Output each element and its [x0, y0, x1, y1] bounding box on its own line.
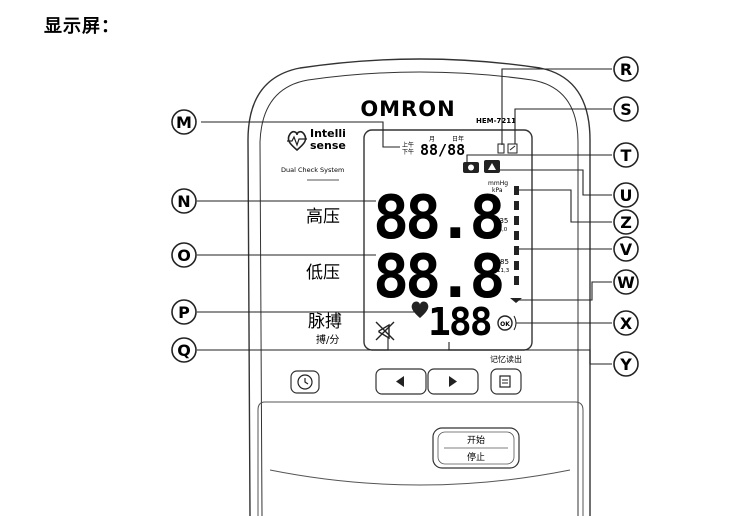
- callout-o: O: [171, 242, 197, 268]
- svg-text:N: N: [177, 192, 190, 211]
- stop-label: 停止: [467, 451, 485, 463]
- svg-text:Z: Z: [620, 213, 632, 232]
- unit-kpa: kPa: [492, 187, 503, 194]
- chevron-left-icon: [396, 376, 404, 387]
- callout-t: T: [613, 142, 639, 168]
- device-bottom-curve: [269, 469, 571, 486]
- pulse-label: 脉搏: [308, 312, 342, 332]
- svg-text:Q: Q: [177, 341, 191, 360]
- memory-read-button[interactable]: [490, 368, 522, 395]
- svg-text:X: X: [620, 314, 633, 333]
- callout-leaders: [197, 68, 612, 365]
- brand-logo: OMRON: [360, 97, 455, 121]
- svg-text:R: R: [620, 60, 632, 79]
- scale-135-kpa: 18,0: [495, 227, 508, 233]
- device-outer-body: [247, 58, 591, 516]
- callout-s: S: [613, 96, 639, 122]
- callout-z: Z: [613, 209, 639, 235]
- start-label: 开始: [467, 434, 485, 446]
- model-label: HEM-7211: [476, 117, 516, 125]
- next-button[interactable]: [427, 368, 479, 395]
- lcd-screen: [363, 129, 533, 351]
- memory-read-icon: [499, 375, 511, 388]
- intellisense-logo: Intelli sense: [287, 127, 346, 152]
- clock-button[interactable]: [290, 370, 320, 394]
- svg-text:T: T: [621, 146, 632, 165]
- page-title: 显示屏：: [44, 16, 120, 37]
- prev-button[interactable]: [375, 368, 427, 395]
- dual-check-label: Dual Check System: [281, 166, 344, 174]
- intellisense-text-2: sense: [310, 139, 346, 152]
- callout-y: Y: [613, 351, 639, 377]
- memory-icon: [497, 143, 518, 154]
- callout-p: P: [171, 299, 197, 325]
- systolic-digits: 88.8: [373, 183, 502, 253]
- memory-read-label: 记忆读出: [490, 354, 522, 364]
- scale-85: 85: [500, 258, 509, 266]
- svg-text:V: V: [620, 240, 633, 259]
- movement-icon: [484, 160, 500, 173]
- svg-text:O: O: [177, 246, 191, 265]
- pulse-heart-icon: [411, 301, 429, 318]
- cuff-wrap-icon: [463, 162, 479, 173]
- callout-n: N: [171, 188, 197, 214]
- svg-text:U: U: [620, 186, 633, 205]
- irregular-heartbeat-icon: [375, 321, 395, 341]
- lcd-month-label: 月: [429, 136, 435, 143]
- pulse-digits: 188: [428, 300, 491, 344]
- callout-r: R: [613, 56, 639, 82]
- systolic-label: 高压: [306, 207, 340, 227]
- svg-text:S: S: [620, 100, 632, 119]
- intellisense-text-1: Intelli: [310, 127, 346, 140]
- unit-mmhg: mmHg: [488, 180, 508, 187]
- scale-135: 135: [495, 217, 508, 225]
- lcd-pm: 下午: [402, 148, 414, 156]
- svg-text:M: M: [176, 113, 192, 132]
- callout-x: X: [613, 310, 639, 336]
- diastolic-digits: 88.8: [373, 242, 502, 312]
- callout-q: Q: [171, 337, 197, 363]
- callout-v: V: [613, 236, 639, 262]
- svg-text:Y: Y: [619, 355, 632, 374]
- chevron-right-icon: [449, 376, 457, 387]
- callout-m: M: [171, 109, 197, 135]
- diastolic-label: 低压: [306, 263, 340, 283]
- lcd-date-digits: 88/88: [420, 141, 465, 159]
- callout-u: U: [613, 182, 639, 208]
- device-lower-panel: [265, 401, 584, 516]
- scale-85-kpa: 11,3: [497, 268, 510, 274]
- pulse-unit-label: 搏/分: [316, 333, 339, 346]
- start-stop-button[interactable]: 开始 停止: [432, 427, 520, 469]
- lcd-am: 上午: [402, 141, 414, 149]
- svg-text:W: W: [617, 273, 635, 292]
- device-lower-panel-edge: [257, 401, 266, 516]
- svg-text:P: P: [178, 303, 190, 322]
- device-inner-body: [259, 71, 579, 516]
- clock-icon: [297, 374, 313, 390]
- svg-text:OK: OK: [500, 321, 510, 328]
- lcd-day-label: 日年: [452, 135, 464, 143]
- callout-w: W: [613, 269, 639, 295]
